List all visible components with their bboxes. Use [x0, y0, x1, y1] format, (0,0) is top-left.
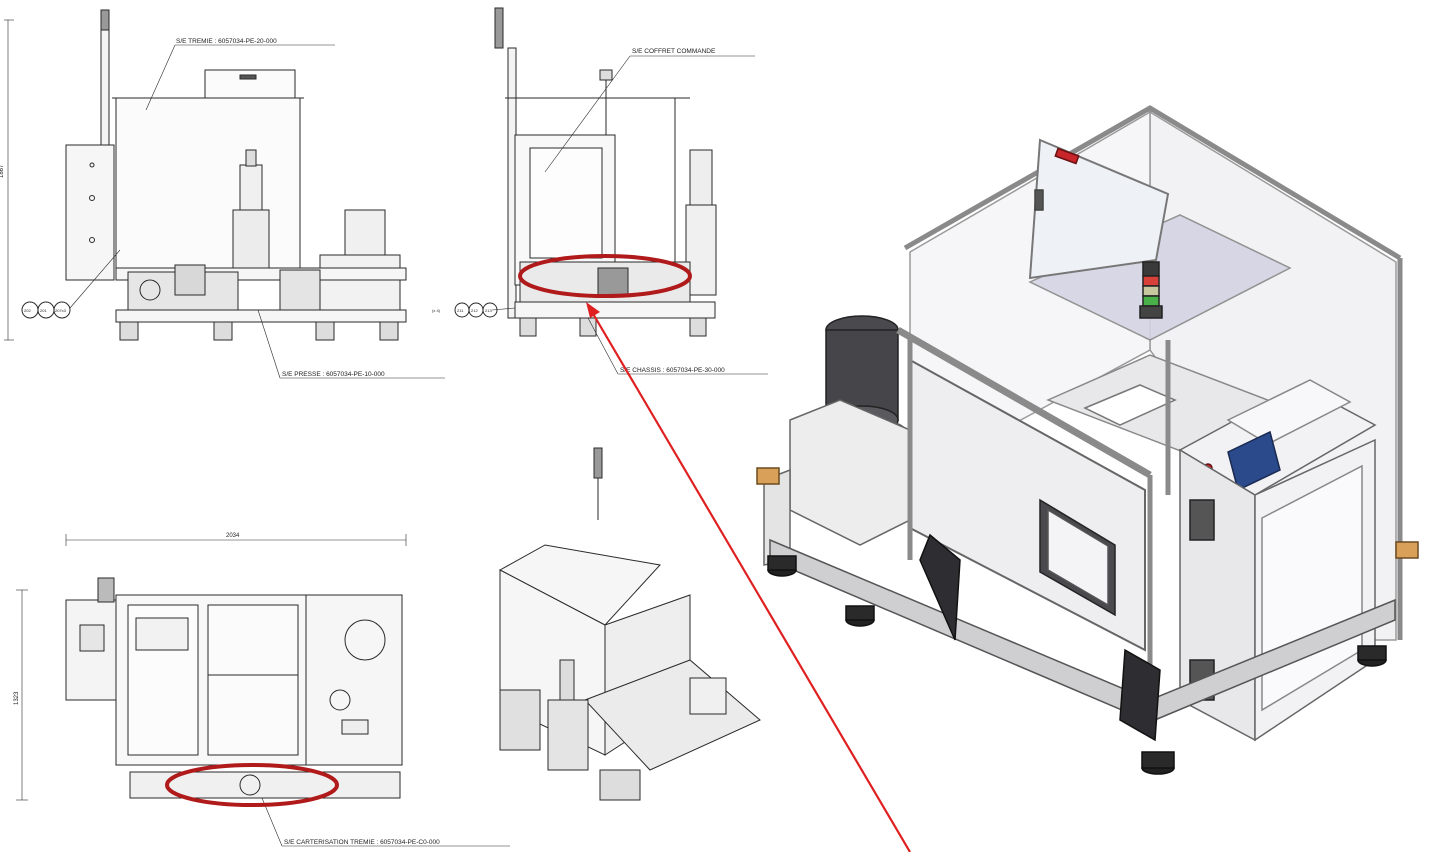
dimension-top-width: 2034	[226, 533, 240, 539]
carterisation-highlight-ellipse	[165, 763, 339, 807]
chassis-highlight-ellipse	[518, 254, 692, 298]
balloon-side-a: 202	[24, 308, 31, 313]
balloon-front-qty: (x 4)	[432, 308, 441, 313]
callout-carterisation: S/E CARTERISATION TREMIE : 6057034-PE-C0…	[284, 839, 440, 846]
callout-tremie: S/E TREMIE : 6057034-PE-20-000	[176, 38, 277, 45]
balloon-front-c: 213	[485, 308, 492, 313]
front-elevation-view	[454, 7, 768, 375]
balloon-front-a: 211	[457, 308, 464, 313]
callout-chassis: S/E CHASSIS : 6057034-PE-30-000	[620, 367, 725, 374]
isometric-render-view	[756, 105, 1419, 775]
balloon-front-b: 212	[471, 308, 478, 313]
pointer-arrow	[586, 302, 911, 852]
small-isometric-view	[498, 447, 761, 801]
callout-presse: S/E PRESSE : 6057034-PE-10-000	[282, 371, 385, 378]
dimension-front-height: 1867	[0, 164, 5, 178]
callout-coffret: S/E COFFRET COMMANDE	[632, 48, 716, 55]
dimension-side-depth: 1323	[14, 691, 20, 705]
balloon-side-c: 207x3	[55, 308, 67, 313]
balloon-side-b: 201	[40, 308, 47, 313]
side-elevation-view	[4, 9, 445, 379]
top-plan-view	[16, 534, 510, 847]
